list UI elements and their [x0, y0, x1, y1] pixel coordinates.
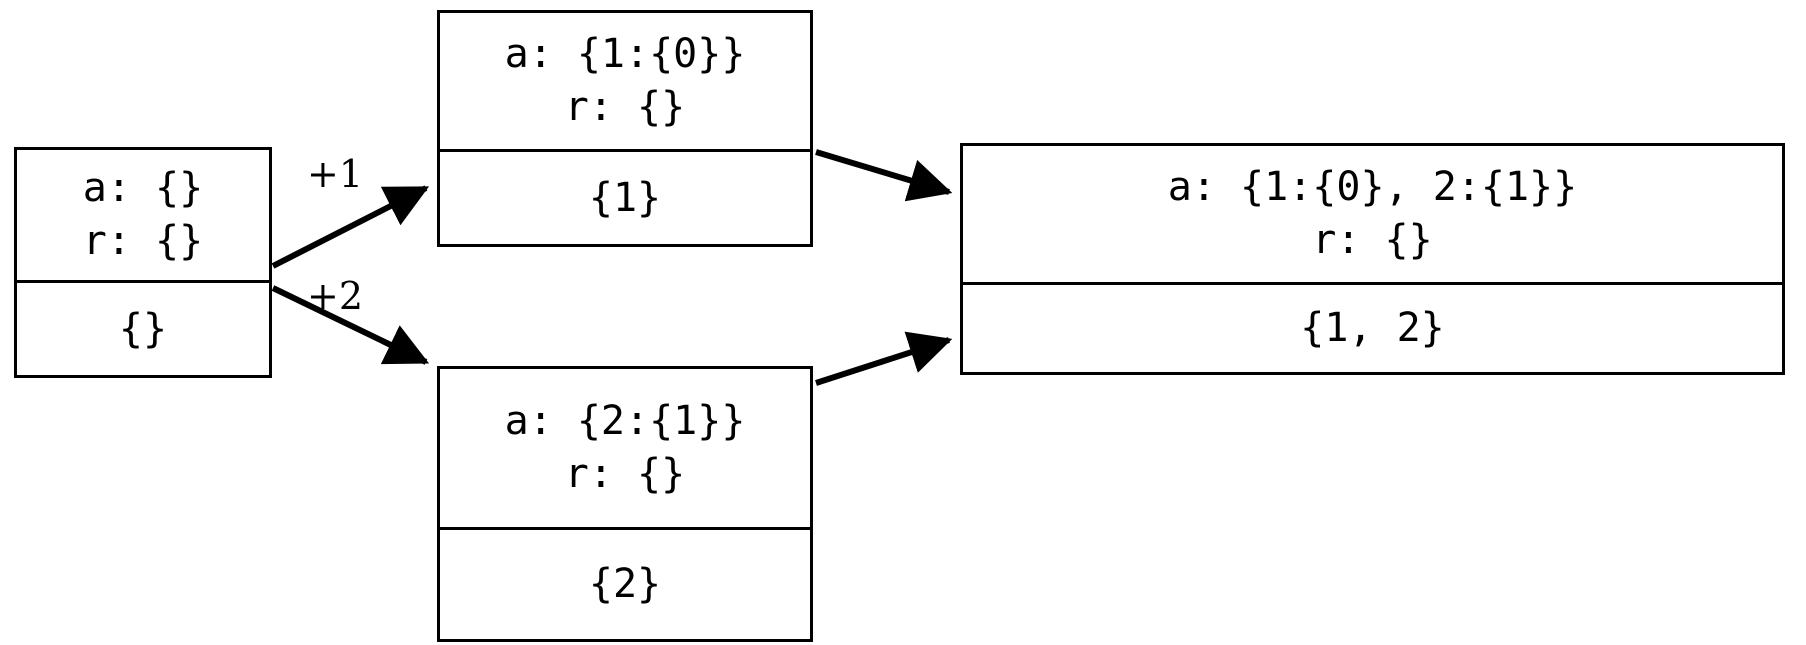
edge-label-plus2: +2	[307, 274, 364, 318]
node-plus2-body: {2}	[440, 530, 810, 639]
node-plus1-head: a: {1:{0}} r: {}	[440, 13, 810, 152]
edge-label-plus1: +1	[307, 152, 364, 196]
node-merged-head-line-2: r: {}	[1312, 217, 1433, 263]
node-plus2-body-text: {2}	[588, 561, 662, 608]
node-root-head: a: {} r: {}	[17, 150, 269, 283]
node-merged[interactable]: a: {1:{0}, 2:{1}} r: {} {1, 2}	[960, 143, 1785, 375]
edge-plus1-to-merged	[815, 149, 953, 202]
node-plus1-body: {1}	[440, 152, 810, 244]
node-root-body-text: {}	[118, 305, 168, 352]
node-merged-head-line-1: a: {1:{0}, 2:{1}}	[1167, 164, 1578, 211]
edge-root-to-plus1	[271, 185, 430, 269]
node-root-body: {}	[17, 283, 269, 375]
node-merged-body-text: {1, 2}	[1300, 305, 1445, 352]
node-merged-head: a: {1:{0}, 2:{1}} r: {}	[963, 146, 1782, 285]
node-plus2-head-line-1: a: {2:{1}}	[504, 398, 746, 445]
node-root[interactable]: a: {} r: {} {}	[14, 147, 272, 378]
node-plus2-head-line-2: r: {}	[564, 451, 686, 497]
node-plus2-head: a: {2:{1}} r: {}	[440, 369, 810, 530]
node-plus1-head-line-1: a: {1:{0}}	[504, 31, 746, 78]
node-plus1[interactable]: a: {1:{0}} r: {} {1}	[437, 10, 813, 247]
node-plus1-body-text: {1}	[588, 174, 662, 221]
node-plus1-head-line-2: r: {}	[564, 84, 686, 130]
node-plus2[interactable]: a: {2:{1}} r: {} {2}	[437, 366, 813, 642]
node-root-head-line-2: r: {}	[82, 218, 204, 264]
node-merged-body: {1, 2}	[963, 285, 1782, 372]
edge-plus2-to-merged	[815, 331, 953, 386]
node-root-head-line-1: a: {}	[82, 165, 204, 212]
